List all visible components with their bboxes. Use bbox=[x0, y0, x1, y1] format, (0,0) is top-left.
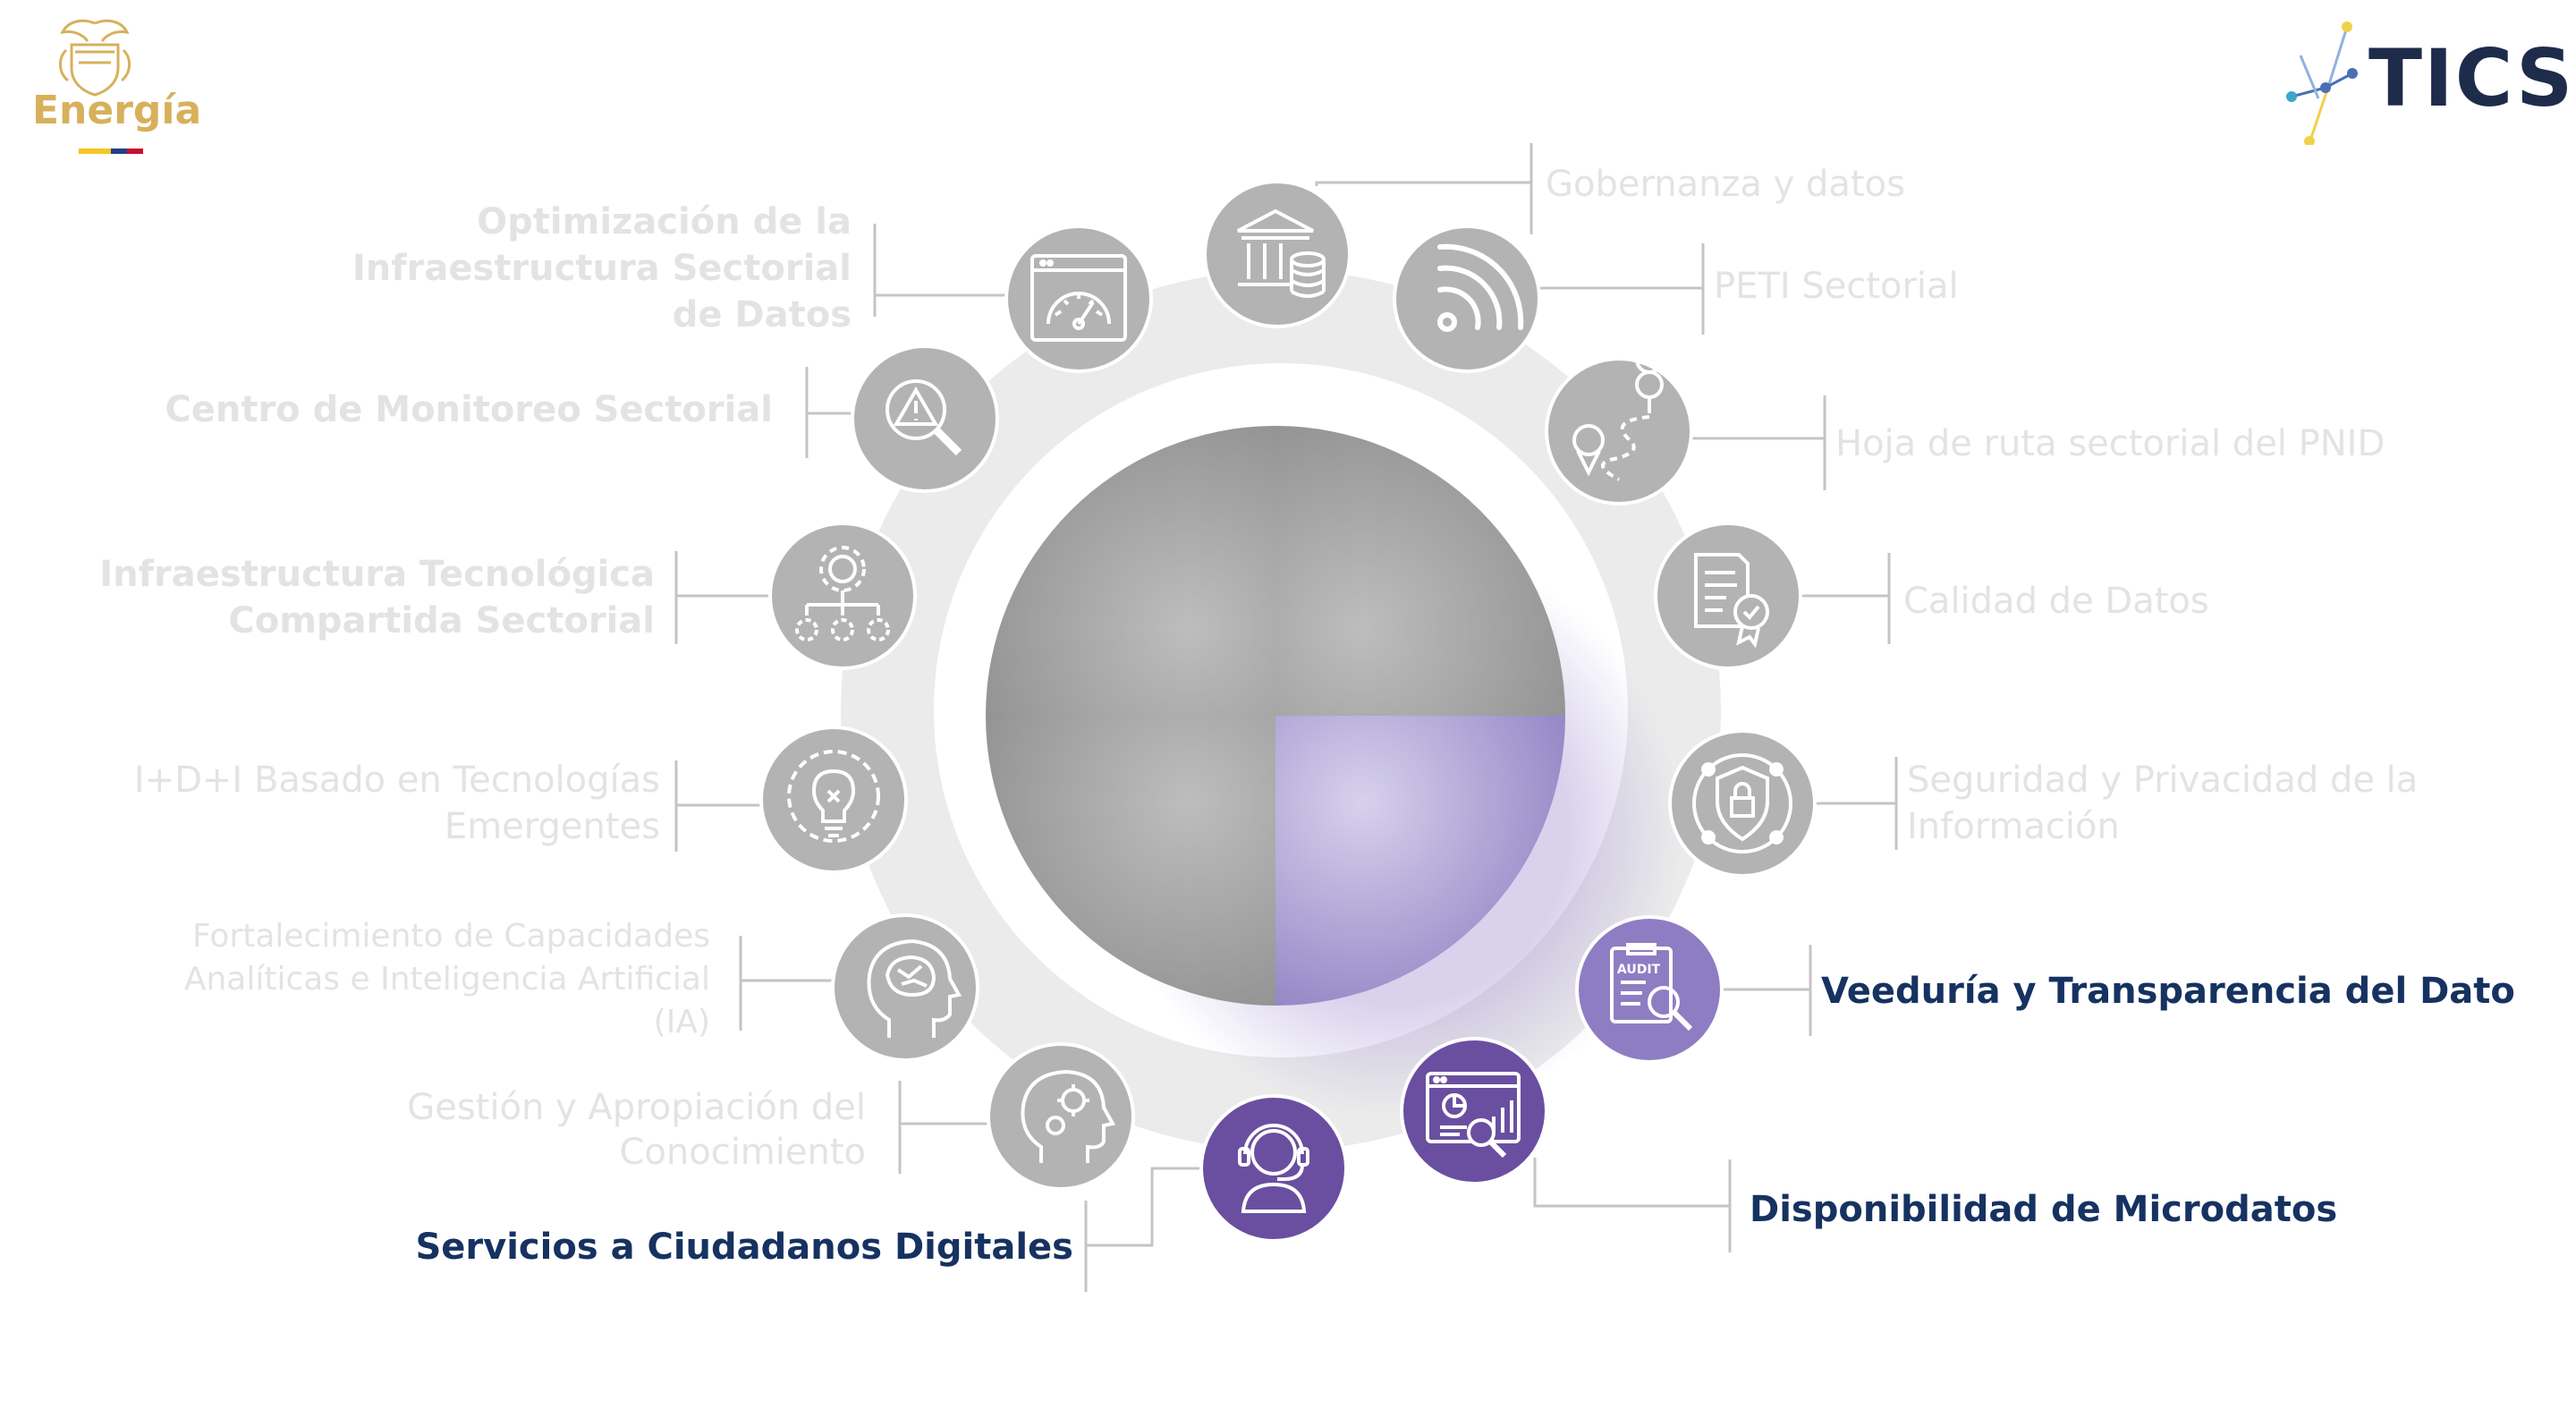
label-microdatos: Disponibilidad de Microdatos bbox=[1750, 1189, 2338, 1230]
label-hoja-ruta: Hoja de ruta sectorial del PNID bbox=[1835, 423, 2385, 464]
quadrant-top-left bbox=[986, 426, 1275, 716]
label-monitoreo: Centro de Monitoreo Sectorial bbox=[165, 389, 773, 430]
network-gears-icon bbox=[795, 546, 890, 641]
label-fortalecimiento-line2: Analíticas e Inteligencia Artificial bbox=[183, 961, 710, 998]
node-monitoreo bbox=[851, 344, 999, 493]
quadrant-top-right bbox=[1275, 426, 1565, 716]
shield-lock-icon bbox=[1692, 753, 1792, 853]
node-calidad bbox=[1654, 522, 1802, 670]
alert-search-icon bbox=[886, 379, 962, 456]
map-route-icon bbox=[1572, 345, 1665, 481]
label-fortalecimiento-line1: Fortalecimiento de Capacidades bbox=[191, 918, 710, 955]
label-fortalecimiento-line3: (IA) bbox=[653, 1004, 710, 1040]
label-peti: PETI Sectorial bbox=[1714, 266, 1959, 307]
bank-database-icon bbox=[1237, 208, 1326, 298]
node-microdatos bbox=[1400, 1037, 1548, 1185]
label-idi-line2: Emergentes bbox=[444, 806, 660, 847]
label-servicios: Servicios a Ciudadanos Digitales bbox=[415, 1227, 1073, 1268]
label-calidad: Calidad de Datos bbox=[1903, 581, 2209, 622]
node-idi bbox=[759, 726, 908, 874]
label-gestion-line1: Gestión y Apropiación del bbox=[407, 1087, 866, 1128]
label-idi-line1: I+D+I Basado en Tecnologías bbox=[133, 760, 660, 801]
node-peti bbox=[1393, 225, 1541, 373]
energia-seal-icon bbox=[59, 19, 131, 97]
label-seguridad-line2: Información bbox=[1907, 806, 2120, 847]
label-veeduria: Veeduría y Transparencia del Dato bbox=[1821, 971, 2515, 1012]
audit-icon-label: AUDIT bbox=[1617, 963, 1661, 977]
quadrant-bottom-left bbox=[986, 716, 1275, 1006]
node-veeduria: AUDIT bbox=[1575, 915, 1724, 1064]
node-servicios bbox=[1199, 1094, 1348, 1243]
label-gobernanza: Gobernanza y datos bbox=[1546, 164, 1905, 205]
quadrant-bottom-right-active bbox=[1275, 716, 1565, 1006]
audit-search-icon bbox=[1610, 943, 1693, 1032]
node-seguridad bbox=[1668, 729, 1817, 878]
node-hoja-ruta bbox=[1545, 345, 1693, 505]
node-fortalecimiento bbox=[831, 913, 979, 1062]
connector-lines bbox=[674, 143, 1898, 1292]
node-gobernanza bbox=[1203, 180, 1352, 328]
node-infraestructura bbox=[768, 522, 917, 670]
label-optimizacion-line2: Infraestructura Sectorial bbox=[352, 248, 852, 289]
center-pie bbox=[986, 426, 1565, 1006]
label-optimizacion-line1: Optimización de la bbox=[477, 201, 852, 242]
certificate-icon bbox=[1694, 553, 1769, 649]
tics-network-icon bbox=[2286, 21, 2358, 145]
analytics-search-icon bbox=[1426, 1072, 1521, 1159]
speedometer-window-icon bbox=[1030, 254, 1127, 342]
node-optimizacion bbox=[1004, 225, 1153, 373]
energia-logo-text: Energía bbox=[32, 88, 202, 133]
headset-user-icon bbox=[1238, 1124, 1309, 1213]
brain-head-icon bbox=[867, 938, 962, 1038]
wifi-signal-icon bbox=[1437, 243, 1524, 332]
label-gestion-line2: Conocimiento bbox=[619, 1132, 866, 1173]
label-seguridad-line1: Seguridad y Privacidad de la bbox=[1907, 760, 2419, 801]
label-infra-line1: Infraestructura Tecnológica bbox=[99, 554, 655, 595]
nodes: AUDIT bbox=[759, 180, 1817, 1243]
label-infra-line2: Compartida Sectorial bbox=[228, 600, 655, 641]
lightbulb-gear-icon bbox=[787, 750, 880, 843]
tics-logo-text: TICS bbox=[2368, 32, 2575, 124]
node-gestion bbox=[987, 1042, 1135, 1191]
label-optimizacion-line3: de Datos bbox=[672, 294, 852, 335]
head-gears-icon bbox=[1021, 1069, 1116, 1163]
colombia-flag-stripe bbox=[79, 149, 143, 154]
